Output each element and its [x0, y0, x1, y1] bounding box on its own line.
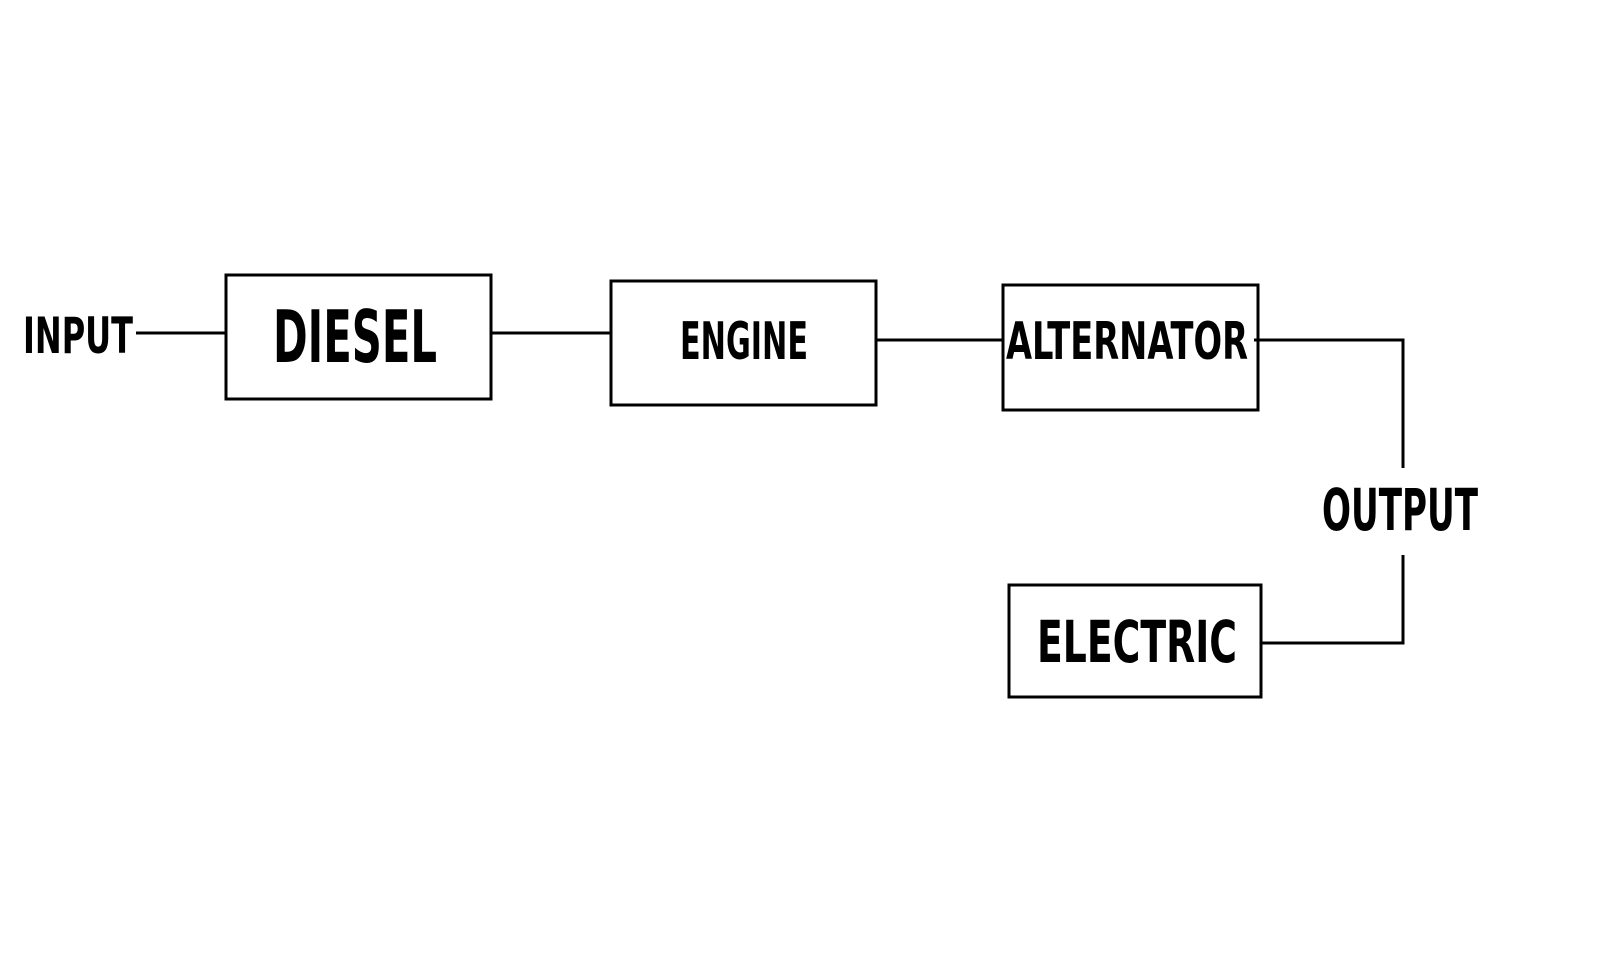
- engine-box: [609, 279, 878, 407]
- alternator-label: ALTERNATOR: [1006, 312, 1248, 372]
- alternator-box: [1001, 283, 1260, 412]
- output-label: OUTPUT: [1322, 476, 1478, 544]
- electric-box: [1007, 583, 1263, 699]
- diesel-label: DIESEL: [273, 295, 437, 379]
- connector-output-electric: [1261, 555, 1405, 645]
- diesel-box: [224, 273, 493, 401]
- electric-label: ELECTRIC: [1037, 608, 1237, 676]
- engine-label: ENGINE: [680, 312, 808, 372]
- input-label: INPUT: [23, 307, 133, 365]
- connector-alternator-output: [1254, 338, 1405, 468]
